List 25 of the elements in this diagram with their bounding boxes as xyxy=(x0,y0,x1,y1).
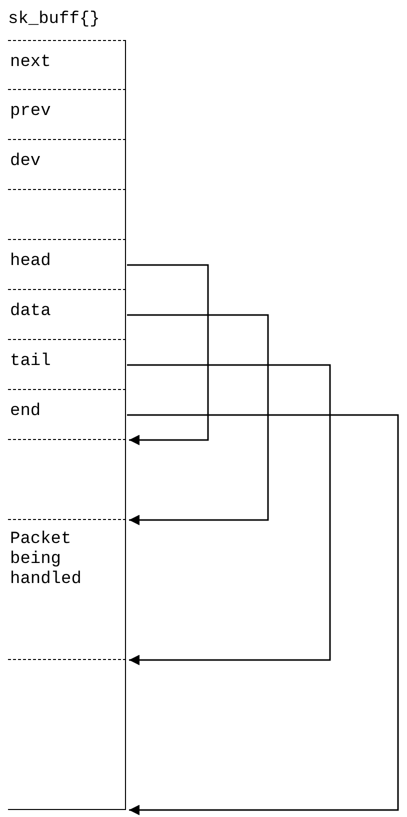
pointer-arrow xyxy=(127,364,331,666)
field-row xyxy=(8,340,126,390)
struct-name: sk_buff{} xyxy=(8,10,100,29)
field-name: data xyxy=(10,302,51,322)
empty-buffer-region xyxy=(8,660,126,810)
region-label: Packet being handled xyxy=(10,530,82,590)
empty-field-row xyxy=(8,190,126,240)
pointer-arrow xyxy=(127,414,399,816)
field-name: end xyxy=(10,402,41,422)
pointer-arrow xyxy=(127,314,269,526)
field-row xyxy=(8,240,126,290)
field-row xyxy=(8,90,126,140)
field-name: dev xyxy=(10,152,41,172)
field-name: prev xyxy=(10,102,51,122)
field-row xyxy=(8,290,126,340)
field-row xyxy=(8,140,126,190)
empty-buffer-region xyxy=(8,440,126,520)
buffer-region xyxy=(8,520,126,660)
field-name: head xyxy=(10,252,51,272)
pointer-arrow xyxy=(127,264,209,446)
field-name: next xyxy=(10,53,51,73)
struct-block xyxy=(8,8,126,440)
field-row xyxy=(8,390,126,440)
field-row xyxy=(8,40,126,90)
field-name: tail xyxy=(10,352,51,372)
